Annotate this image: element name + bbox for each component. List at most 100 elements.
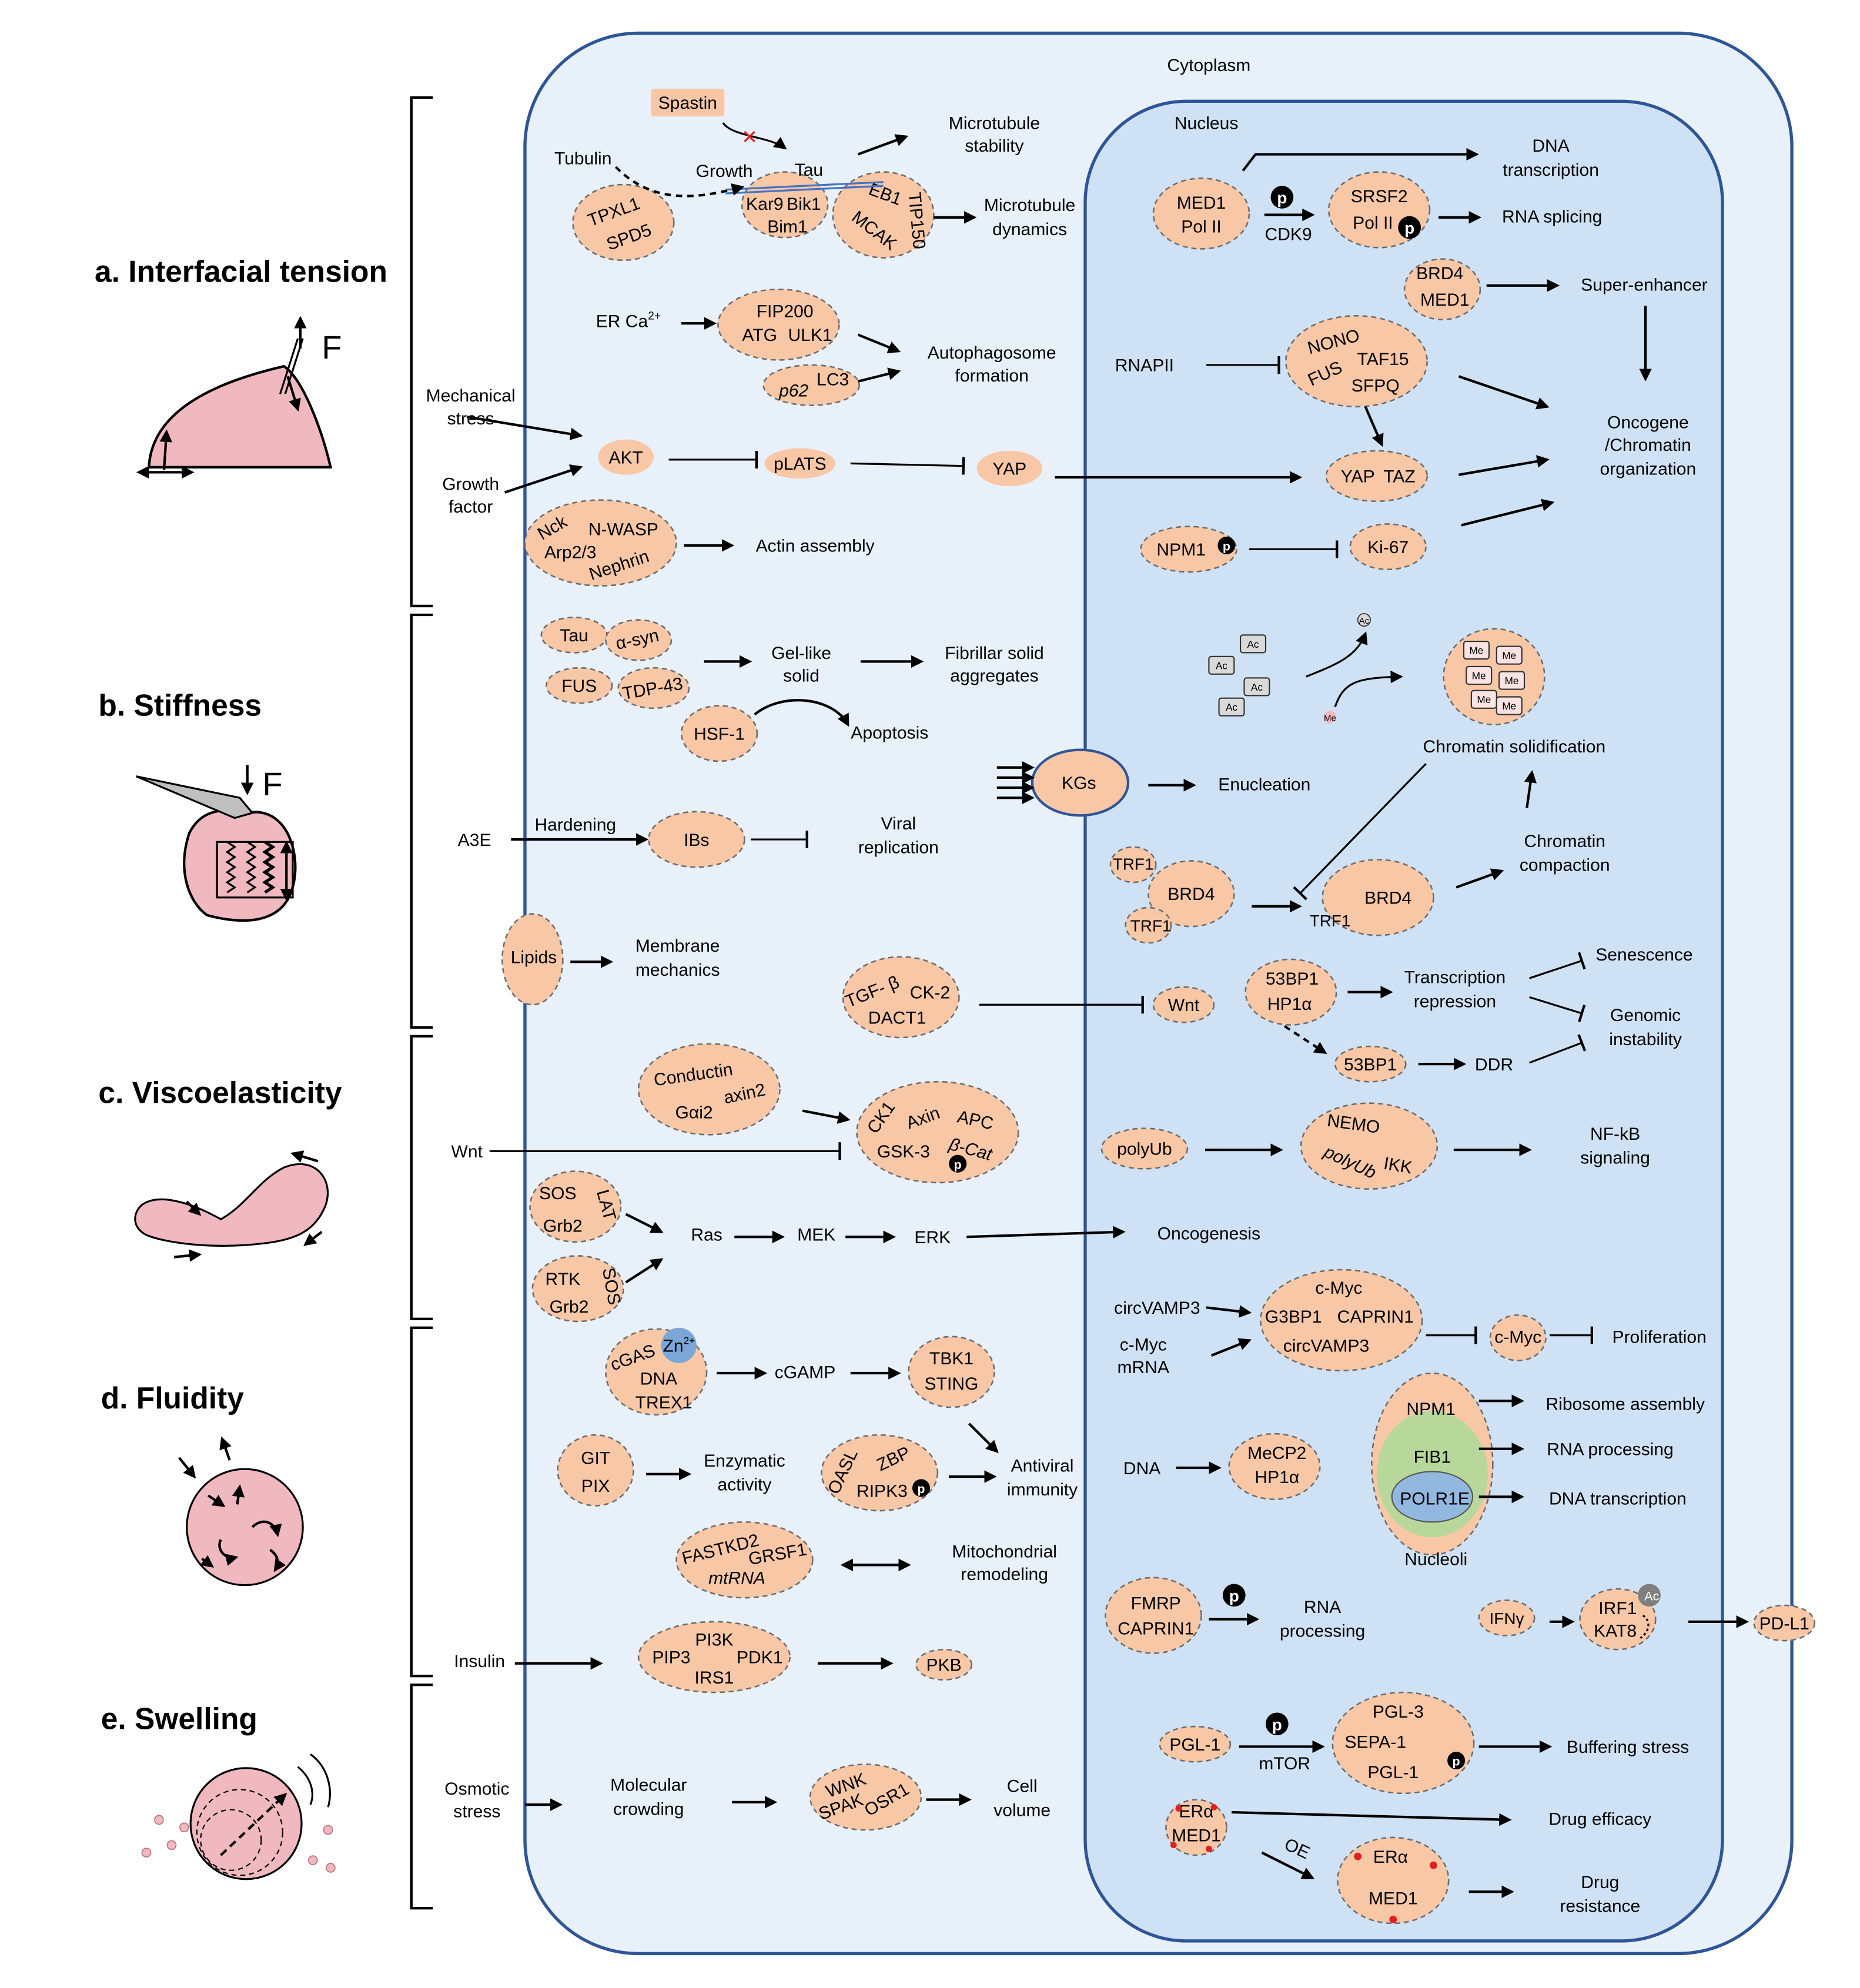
npm1-condensate [1140,526,1237,573]
pi3k-label: PI3K [695,1631,733,1650]
spastin-label: Spastin [658,93,717,113]
pi3k-condensate [637,1621,791,1694]
yap-nuc-label: YAP [1341,467,1375,487]
caprin1-label: CAPRIN1 [1337,1307,1414,1327]
polyub-label: polyUb [1117,1140,1172,1159]
swelling-icon [141,1753,336,1880]
brd4-label: BRD4 [1416,264,1463,283]
sos-lat-condensate [529,1170,622,1243]
dna-transcription-line1: DNA [1532,136,1569,156]
viral-replication-line2: replication [858,838,939,858]
cmyc-mrna-line2: mRNA [1118,1358,1169,1377]
section-title-swelling: e. Swelling [101,1701,257,1735]
dact1-label: DACT1 [868,1008,926,1028]
phospho-ripk3: p [912,1479,930,1497]
era-med1-condensate [1165,1799,1227,1856]
trf1-c-label: TRF1 [1310,912,1351,930]
tbk1-label: TBK1 [929,1349,974,1368]
tbk1-sting-condensate [908,1336,995,1408]
ras-label: Ras [691,1226,722,1245]
senescence-label: Senescence [1595,945,1692,965]
dna-transcription2-label: DNA transcription [1549,1489,1687,1508]
srsf2-label: SRSF2 [1351,187,1408,206]
mechanical-stress-line1: Mechanical [426,386,516,406]
eb1-tip150-condensate [832,171,935,259]
svg-text:p: p [1272,1716,1282,1734]
hp1a-label: HP1α [1267,995,1312,1014]
brd4-med1-condensate [1403,258,1481,320]
lipids-condensate [501,913,564,1006]
ribosome-label: Ribosome assembly [1545,1394,1705,1414]
fip200-atg-condensate [717,288,840,361]
svg-text:Me: Me [1505,675,1519,687]
zn-label: Zn2+ [663,1335,695,1356]
svg-text:p: p [1277,189,1287,207]
cmyc-condensate [1260,1269,1423,1372]
trf1-b-condensate [1125,906,1172,944]
super-enhancer-label: Super-enhancer [1581,275,1707,294]
erk-label: ERK [914,1228,951,1247]
polr1e-label: POLR1E [1400,1489,1470,1508]
med1-label: MED1 [1177,193,1226,213]
nfkb-line2: signaling [1580,1149,1650,1168]
cmyc-b-condensate [1489,1314,1547,1361]
fastkd2-condensate [675,1521,814,1599]
git-pix-condensate [557,1434,634,1507]
svg-text:Me: Me [1470,645,1484,657]
mek-label: MEK [797,1226,835,1245]
akt-label: AKT [608,448,643,467]
wnt-nuc-label: Wnt [1168,996,1200,1015]
chromatin-illustration: Ac Ac Ac Ac Ac Me Me Me Me Me Me Me [1208,613,1545,726]
bim1-label: Bim1 [767,217,807,237]
svg-text:Ac: Ac [1226,701,1237,713]
membrane-line1: Membrane [635,936,720,956]
pix-label: PIX [581,1477,610,1496]
pip3-label: PIP3 [652,1648,690,1668]
svg-text:Ac: Ac [1247,638,1259,650]
nucleus-label: Nucleus [1175,114,1239,133]
drug-resistance-line1: Drug [1581,1873,1619,1892]
era-med1-large-condensate [1337,1836,1450,1925]
mt-stability-line2: stability [965,136,1023,156]
sfpq-label: SFPQ [1351,376,1400,396]
pol2b-label: Pol II [1353,213,1393,233]
fib1-label: FIB1 [1414,1447,1451,1467]
irs1-label: IRS1 [695,1668,734,1688]
nwasp-label: N-WASP [588,520,658,540]
phospho-bcat: p [949,1154,967,1173]
rna-processing2-line1: RNA [1304,1598,1341,1617]
enzymatic-line2: activity [718,1475,772,1495]
gai2-label: Gαi2 [675,1103,713,1122]
wnt-input-label: Wnt [451,1142,483,1162]
hardening-label: Hardening [534,815,616,835]
med1b-label: MED1 [1420,290,1469,310]
fus-condensate [546,667,613,704]
left-inputs: Mechanical stress Growth factor A3E Wnt … [426,386,516,1821]
sos-label: SOS [539,1184,576,1203]
bp53-b-condensate [1334,1045,1407,1083]
condensates [501,171,1816,1925]
fibrillar-line2: aggregates [950,667,1038,686]
oncogene-line1: Oncogene [1607,413,1689,432]
tau-label: Tau [795,160,823,180]
fmrp-label: FMRP [1131,1594,1181,1613]
svg-text:p: p [1453,1755,1460,1769]
section-title-fluidity: d. Fluidity [101,1381,245,1415]
ripk3-label: RIPK3 [857,1481,908,1501]
pgl1-condensate [1159,1725,1232,1763]
solid-condensates [598,88,1130,817]
growth-factor-line1: Growth [442,474,499,494]
oncogene-line2: /Chromatin [1605,436,1691,455]
kar9-label: Kar9 [746,195,783,214]
tau2-label: Tau [560,626,588,645]
conductin-condensate [637,1043,781,1136]
chromatin-compaction-line2: compaction [1520,856,1610,875]
gel-like-line2: solid [783,667,819,686]
brd4-b-label: BRD4 [1364,889,1411,908]
rna-splicing-label: RNA splicing [1502,207,1602,226]
atg-label: ATG [742,326,777,345]
fluidity-icon [178,1436,304,1587]
antiviral-line2: immunity [1007,1480,1078,1500]
ki67-label: Ki-67 [1367,538,1409,557]
